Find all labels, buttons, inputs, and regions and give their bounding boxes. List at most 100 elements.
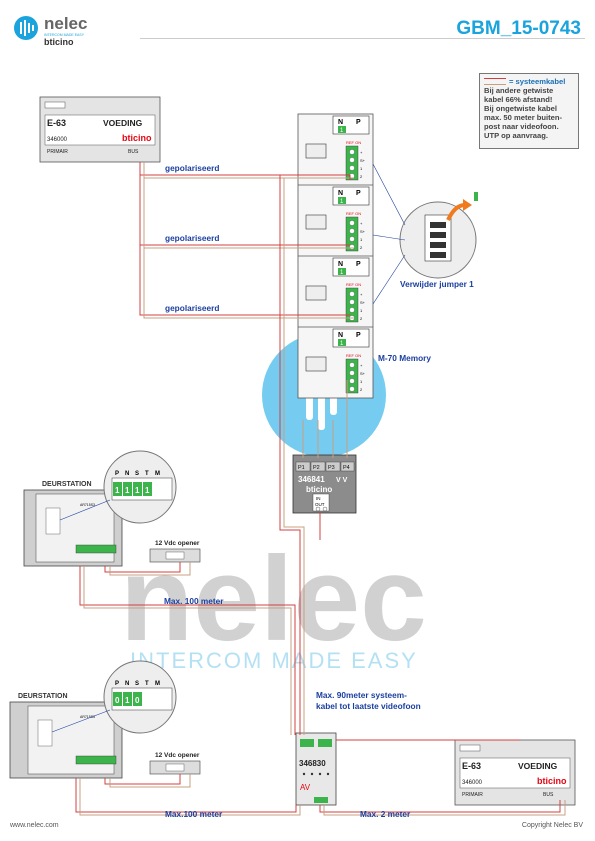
svg-text:1: 1 [340,341,344,347]
svg-text:P: P [356,332,361,339]
svg-text:REF ON: REF ON [346,282,361,287]
svg-text:1: 1 [340,199,344,205]
door-station-2-label: DEURSTATION [18,693,68,700]
svg-text:P: P [356,119,361,126]
svg-text:S+: S+ [360,229,366,234]
svg-text:S+: S+ [360,158,366,163]
svg-text:N: N [125,681,129,687]
svg-text:2: 2 [360,245,363,250]
svg-text:1: 1 [145,486,150,495]
door-station-2: DEURSTATION AR715S3 P N S T M 0 1 0 12 V… [9,660,201,779]
svg-text:+: + [360,221,363,226]
svg-text:REF ON: REF ON [346,140,361,145]
svg-text:N: N [338,261,343,268]
psu-top-out: BUS [128,149,139,155]
svg-text:1: 1 [340,270,344,276]
distributor-port-4: P4 [343,465,350,471]
cable-legend: = systeemkabel Bij andere getwiste kabel… [479,73,579,149]
nelec-logo: nelec INTERCOM MADE EASY bticino [14,14,87,47]
power-supply-top: E-63 VOEDING 346000 bticino PRIMAIR BUS [39,96,161,163]
lock-2-label: 12 Vdc opener [155,752,200,759]
svg-text:+: + [360,292,363,297]
svg-text:1: 1 [135,486,140,495]
label-max100-bottom: Max.100 meter [165,809,223,819]
legend-line: kabel 66% afstand! [484,95,553,104]
svg-text:0: 0 [135,696,140,705]
monitor-4: N P 1 REF ON + S+ 1 2 [305,328,370,394]
svg-text:M: M [155,681,160,687]
svg-text:1: 1 [360,379,363,384]
interface-346830: 346830 AV [295,732,337,806]
jumper-callout [372,163,478,305]
door-station-1: DEURSTATION AR715S3 P N S T M 1 1 1 1 12… [23,450,201,567]
psu-bottom-out: BUS [543,792,554,798]
svg-text:REF ON: REF ON [346,211,361,216]
psu-top-code: 346000 [47,137,68,143]
svg-text:0: 0 [115,696,120,705]
monitor-1: N P 1 REF ON + S+ 1 2 [305,115,370,181]
label-polarized-1: gepolariseerd [165,163,220,173]
logo-bticino: bticino [44,37,74,47]
svg-text:1: 1 [125,696,130,705]
svg-text:S: S [135,471,139,477]
legend-line: UTP op aanvraag. [484,131,549,140]
psu-bottom-model: E-63 [462,761,481,771]
svg-text:1: 1 [360,237,363,242]
monitor-2: N P 1 REF ON + S+ 1 2 [305,186,370,252]
psu-top-brand: bticino [122,133,152,143]
svg-text:1: 1 [360,166,363,171]
distributor-vv: V V [336,477,348,484]
svg-text:P: P [356,190,361,197]
svg-text:+: + [360,150,363,155]
svg-text:S+: S+ [360,300,366,305]
svg-text:OUT: OUT [315,502,325,507]
document-id: GBM_15-0743 [456,18,581,39]
svg-text:2: 2 [360,174,363,179]
label-max2: Max. 2 meter [360,809,411,819]
door-station-1-label: DEURSTATION [42,481,92,488]
interface-code: 346830 [299,759,326,768]
monitor-3: N P 1 REF ON + S+ 1 2 [305,257,370,323]
label-max90: Max. 90meter systeem- [316,690,407,700]
label-max90-line2: kabel tot laatste videofoon [316,701,421,711]
psu-bottom-brand: bticino [537,776,567,786]
door-station-2-model: AR715S3 [80,715,95,719]
svg-text:T: T [145,471,149,477]
svg-text:M: M [155,471,160,477]
psu-bottom-code: 346000 [462,780,483,786]
svg-text:IN: IN [316,496,321,501]
psu-top-model: E-63 [47,118,66,128]
legend-line: post naar videofoon. [484,122,559,131]
svg-text:REF ON: REF ON [346,353,361,358]
svg-text:N: N [338,332,343,339]
footer-copyright: Copyright Nelec BV [521,822,583,829]
distributor-346841: P1 P2 P3 P4 346841 V V bticino IN OUT [292,454,357,514]
header-divider [140,38,585,39]
psu-bottom-name: VOEDING [518,761,558,771]
cables [75,162,566,816]
lock-1-label: 12 Vdc opener [155,540,200,547]
door-station-1-model: AR715S3 [80,503,95,507]
svg-text:2: 2 [360,316,363,321]
logo-brand-name: nelec [44,14,87,33]
svg-text:P: P [356,261,361,268]
label-polarized-2: gepolariseerd [165,233,220,243]
svg-text:INTERCOM MADE EASY: INTERCOM MADE EASY [130,648,418,673]
footer-website: www.nelec.com [10,822,59,829]
svg-text:N: N [125,471,129,477]
svg-text:S: S [135,681,139,687]
svg-text:T: T [145,681,149,687]
psu-top-name: VOEDING [103,118,143,128]
svg-text:1: 1 [115,486,120,495]
distributor-brand: bticino [306,485,332,494]
cable-swatch-icon [484,78,506,85]
interface-label: AV [300,783,311,792]
logo-tagline: INTERCOM MADE EASY [44,33,85,37]
label-memory: M-70 Memory [378,353,432,363]
legend-line: Bij ongetwiste kabel [484,104,558,113]
psu-bottom-in: PRIMAIR [462,792,483,798]
svg-text:1: 1 [125,486,130,495]
distributor-port-1: P1 [298,465,305,471]
legend-line: max. 50 meter buiten- [484,113,563,122]
svg-text:+: + [360,363,363,368]
